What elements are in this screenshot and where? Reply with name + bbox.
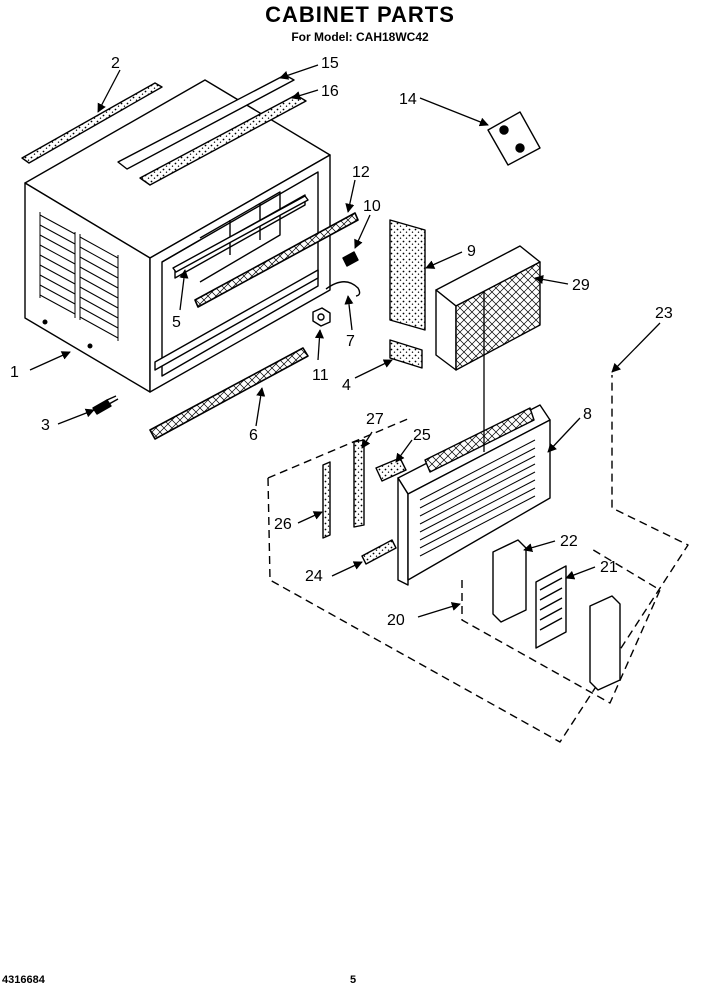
screw-part bbox=[92, 395, 119, 415]
inner-seal-part bbox=[194, 212, 359, 308]
filter-foam-part bbox=[389, 219, 426, 331]
switch-part bbox=[535, 565, 567, 649]
control-bracket-part bbox=[492, 539, 527, 623]
callout-24: 24 bbox=[305, 568, 323, 585]
cabinet-part bbox=[24, 79, 331, 393]
callout-9: 9 bbox=[467, 243, 476, 260]
callout-1: 1 bbox=[10, 364, 19, 381]
knob-housing-part bbox=[589, 595, 621, 691]
callout-4: 4 bbox=[342, 377, 351, 394]
control-group-outline bbox=[461, 547, 661, 704]
model-subtitle: For Model: CAH18WC42 bbox=[291, 30, 429, 44]
top-seal-part bbox=[139, 94, 307, 186]
air-filter-part bbox=[435, 245, 541, 371]
page-number: 5 bbox=[350, 974, 357, 986]
bottom-seal-part bbox=[149, 347, 309, 440]
front-panel-part bbox=[397, 404, 551, 586]
top-channel-part bbox=[21, 82, 163, 164]
foam-25-part bbox=[375, 457, 407, 482]
foam-24-part bbox=[361, 539, 397, 565]
callout-21: 21 bbox=[600, 559, 618, 576]
callout-29: 29 bbox=[572, 277, 590, 294]
callout-22: 22 bbox=[560, 533, 578, 550]
callout-6: 6 bbox=[249, 427, 258, 444]
callout-23: 23 bbox=[655, 305, 673, 322]
callout-3: 3 bbox=[41, 417, 50, 434]
callout-25: 25 bbox=[413, 427, 431, 444]
foam-27-part bbox=[353, 439, 365, 528]
callout-2: 2 bbox=[111, 55, 120, 72]
top-rail-part bbox=[117, 74, 295, 170]
callout-11: 11 bbox=[312, 367, 329, 384]
nut-part bbox=[312, 307, 331, 327]
callout-26: 26 bbox=[274, 516, 292, 533]
callout-8: 8 bbox=[583, 406, 592, 423]
callout-27: 27 bbox=[366, 411, 384, 428]
callout-5: 5 bbox=[172, 314, 181, 331]
screw-10-part bbox=[342, 251, 359, 267]
bracket-part bbox=[172, 195, 309, 273]
callout-16: 16 bbox=[321, 83, 339, 100]
callout-10: 10 bbox=[363, 198, 381, 215]
callout-15: 15 bbox=[321, 55, 339, 72]
callout-12: 12 bbox=[352, 164, 370, 181]
strip-26-part bbox=[322, 461, 331, 539]
control-knob-part bbox=[487, 111, 541, 166]
front-panel-group-outline bbox=[267, 375, 689, 743]
document-number: 4316684 bbox=[2, 974, 45, 986]
foam-block-part bbox=[389, 339, 423, 369]
page-title: CABINET PARTS bbox=[265, 2, 455, 27]
callout-14: 14 bbox=[399, 91, 417, 108]
callout-7: 7 bbox=[346, 333, 355, 350]
callout-20: 20 bbox=[387, 612, 405, 629]
clip-part bbox=[325, 281, 361, 297]
